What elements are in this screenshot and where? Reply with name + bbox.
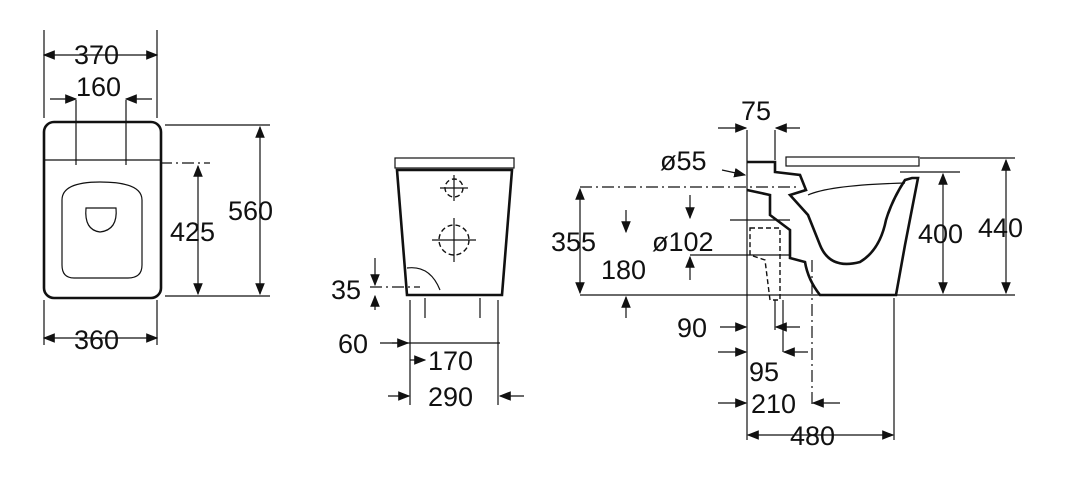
dim-360: 360 — [74, 325, 119, 355]
dim-dia-55: ø55 — [660, 146, 707, 176]
toilet-outline-side — [746, 160, 920, 297]
dim-370: 370 — [74, 40, 119, 70]
seat-lid — [394, 157, 515, 169]
dim-95: 95 — [749, 357, 779, 387]
dim-400: 400 — [918, 219, 963, 249]
dim-180: 180 — [601, 255, 646, 285]
dim-560: 560 — [228, 196, 273, 226]
dim-480: 480 — [790, 421, 835, 451]
seat-outline — [61, 181, 143, 279]
dim-210: 210 — [751, 389, 796, 419]
concealed-outlet — [749, 227, 781, 301]
dim-75: 75 — [741, 96, 771, 126]
top-view: 370 160 560 425 360 — [42, 30, 273, 355]
dim-60: 60 — [338, 329, 368, 359]
dim-440: 440 — [978, 213, 1023, 243]
dim-290: 290 — [428, 382, 473, 412]
dim-dia-102: ø102 — [652, 227, 714, 257]
dim-160: 160 — [76, 72, 121, 102]
toilet-outline-front — [395, 168, 514, 297]
front-view: 35 60 170 290 — [331, 157, 524, 412]
dim-355: 355 — [551, 227, 596, 257]
dim-425: 425 — [170, 217, 215, 247]
seat-lid-side — [785, 156, 920, 167]
dim-170: 170 — [428, 346, 473, 376]
bowl-opening — [85, 207, 117, 233]
dim-90: 90 — [677, 313, 707, 343]
dim-35: 35 — [331, 275, 361, 305]
side-view: 75 ø55 355 ø102 180 400 440 90 95 210 48… — [551, 96, 1023, 451]
toilet-outline-top — [42, 120, 163, 300]
